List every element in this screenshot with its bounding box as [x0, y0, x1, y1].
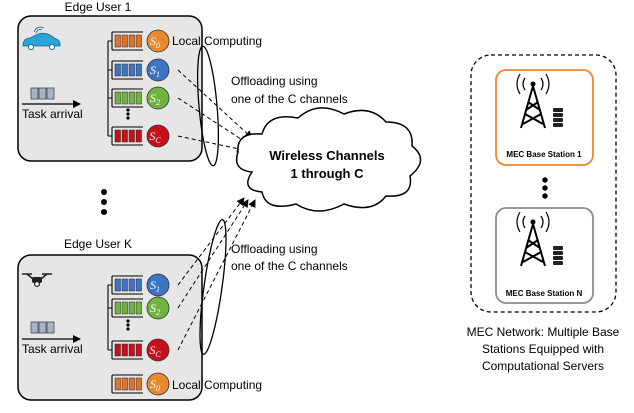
offloading-text-1a: Offloading using — [231, 74, 318, 88]
mec-network: MEC Base Station 1 MEC Base Station N ME… — [467, 54, 620, 373]
wireless-channels-cloud: Wireless Channels 1 through C — [235, 107, 422, 212]
queue-row: S0 — [111, 372, 170, 396]
edge-user-1-title: Edge User 1 — [65, 0, 132, 14]
server-circle — [146, 124, 170, 148]
queue-ellipsis — [126, 108, 130, 120]
mec-station-1-label: MEC Base Station 1 — [506, 150, 582, 159]
task-arrival-label-1: Task arrival — [22, 107, 83, 121]
server-label: S0 — [150, 34, 160, 50]
edge-user-1-box — [17, 15, 203, 162]
mec-caption-line2: Stations Equipped with — [482, 342, 604, 356]
queue-row: S2 — [111, 86, 170, 110]
mec-caption-line1: MEC Network: Multiple Base — [467, 325, 620, 339]
server-circle — [146, 86, 170, 110]
mec-caption-line3: Computational Servers — [482, 359, 604, 373]
offloading-arrows-user-1 — [177, 69, 253, 153]
server-circle — [146, 29, 170, 53]
server-circle — [146, 338, 170, 362]
cloud-label-line1: Wireless Channels — [269, 148, 384, 163]
server-label: S1 — [150, 63, 160, 79]
queue-bracket — [107, 284, 112, 351]
local-computing-label-k: Local Computing — [172, 378, 262, 392]
offloading-text-1b: one of the C channels — [231, 92, 348, 106]
server-circle — [146, 296, 170, 320]
task-arrival-label-k: Task arrival — [22, 342, 83, 356]
offloading-loop-1 — [196, 45, 220, 167]
server-label: S2 — [150, 91, 160, 107]
server-stack-icon — [553, 246, 563, 265]
task-arrival-k: Task arrival — [22, 321, 83, 356]
queue-row: S1 — [111, 273, 170, 297]
queue-row: S2 — [111, 296, 170, 320]
local-computing-label-1: Local Computing — [172, 34, 262, 48]
queue-row: S1 — [111, 58, 170, 82]
server-label: S1 — [150, 278, 160, 294]
server-label: SC — [149, 343, 161, 359]
server-label: S2 — [150, 301, 160, 317]
queue-bracket — [107, 40, 112, 137]
server-circle — [146, 273, 170, 297]
server-circle — [146, 58, 170, 82]
users-ellipsis — [101, 189, 107, 215]
offloading-loop-k — [199, 219, 227, 355]
base-station-tower-icon — [516, 73, 563, 129]
server-label: S0 — [150, 377, 160, 393]
server-circle — [146, 372, 170, 396]
server-stack-icon — [553, 108, 563, 127]
queue-ellipsis — [126, 319, 130, 331]
task-arrival-1: Task arrival — [22, 87, 83, 121]
base-station-tower-icon — [516, 211, 563, 267]
queue-row: SC — [111, 124, 170, 148]
queue-row: S0 — [111, 29, 170, 53]
queue-row: SC — [111, 338, 170, 362]
mec-station-n-label: MEC Base Station N — [506, 289, 583, 298]
offloading-text-ka: Offloading using — [231, 242, 318, 256]
cloud-label-line2: 1 through C — [291, 166, 365, 181]
edge-user-k-title: Edge User K — [64, 237, 132, 251]
offloading-text-kb: one of the C channels — [231, 259, 348, 273]
offloading-arrows-user-k — [177, 197, 256, 351]
car-icon — [22, 26, 61, 51]
server-label: SC — [149, 129, 161, 145]
stations-ellipsis — [542, 177, 548, 199]
drone-icon — [22, 273, 52, 288]
